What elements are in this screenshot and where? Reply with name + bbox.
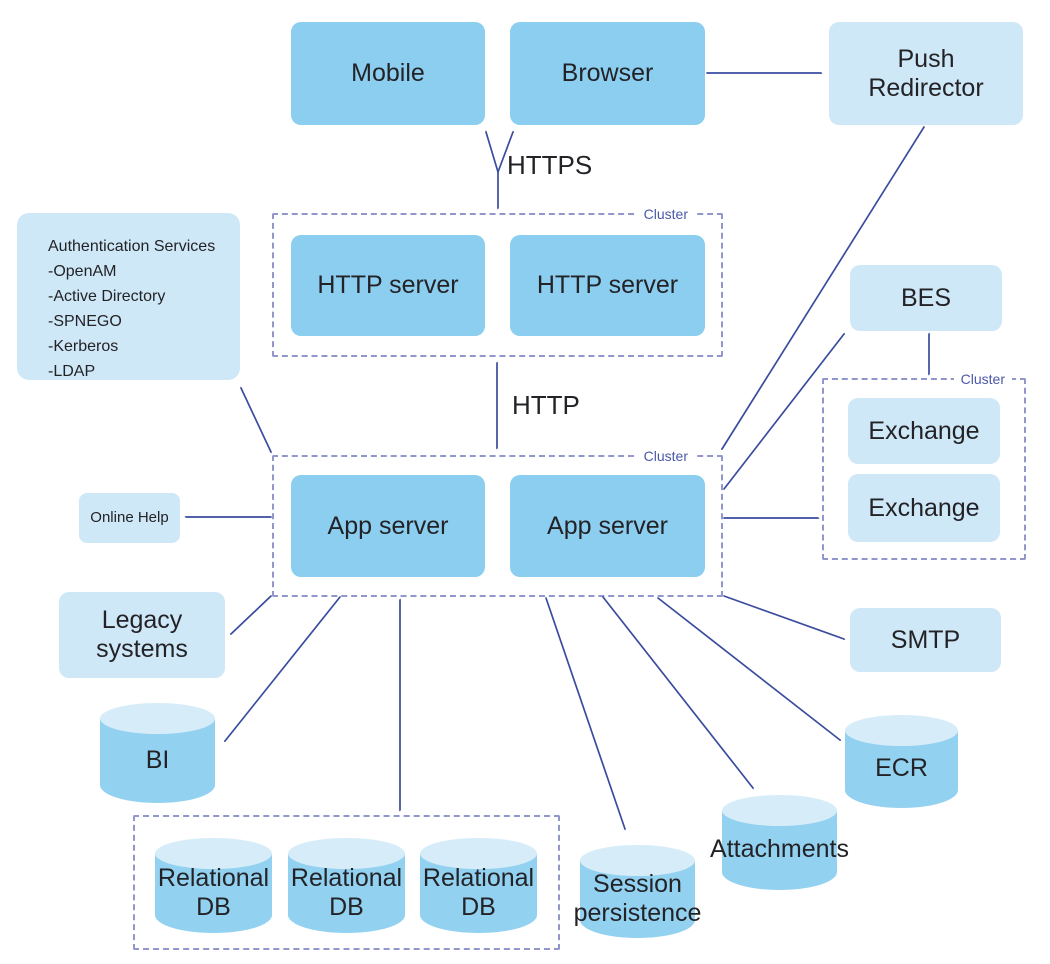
exchange-cluster: Cluster — [822, 370, 1026, 560]
cylinder-bi: BI — [100, 703, 215, 803]
node-online-help: Online Help — [79, 493, 180, 543]
cylinder-top — [580, 845, 695, 876]
cylinder-relational-db-2-label: Relational DB — [290, 863, 403, 921]
edge-app-cluster-to-attachments — [602, 596, 753, 788]
cylinder-attachments-label: Attachments — [710, 835, 849, 864]
cylinder-top — [420, 838, 537, 869]
cylinder-attachments: Attachments — [710, 795, 849, 890]
node-smtp: SMTP — [850, 608, 1001, 672]
node-legacy-systems: Legacy systems — [59, 592, 225, 678]
node-exchange-2-label: Exchange — [868, 493, 980, 522]
cylinder-relational-db-1-label: Relational DB — [157, 863, 270, 921]
cylinder-top — [155, 838, 272, 869]
node-bes-label: BES — [900, 283, 952, 312]
auth-services-item: -Active Directory — [48, 288, 166, 305]
edge-app-cluster-to-legacy-systems — [231, 595, 272, 634]
node-http-server-1-label: HTTP server — [317, 271, 459, 300]
node-push-redirector: Push Redirector — [829, 22, 1023, 125]
cylinder-relational-db-3-label: Relational DB — [422, 863, 535, 921]
node-exchange-2: Exchange — [848, 474, 1000, 542]
node-app-server-1: App server — [291, 475, 485, 577]
node-browser-label: Browser — [561, 59, 654, 88]
cylinder-ecr: ECR — [845, 715, 958, 808]
edge-label-http: HTTP — [512, 390, 580, 420]
node-http-server-1: HTTP server — [291, 235, 485, 336]
node-exchange-1: Exchange — [848, 398, 1000, 464]
edge-app-cluster-to-ecr — [657, 597, 840, 740]
cylinder-top — [722, 795, 837, 826]
edge-app-cluster-to-auth-services — [241, 388, 271, 452]
exchange-cluster-label: Cluster — [953, 370, 1012, 388]
cylinder-session-persistence: Session persistence — [574, 845, 701, 938]
relational-db-cluster — [133, 815, 560, 950]
node-push-redirector-label: Push Redirector — [868, 44, 984, 102]
node-smtp-label: SMTP — [890, 625, 961, 654]
cylinder-relational-db-2: Relational DB — [288, 838, 405, 933]
node-exchange-1-label: Exchange — [868, 416, 980, 445]
auth-services-item: -OpenAM — [48, 263, 117, 280]
cylinder-session-persistence-label: Session persistence — [573, 869, 702, 927]
auth-services-box: Authentication Services -OpenAM -Active … — [17, 213, 240, 380]
cylinder-top — [100, 703, 215, 734]
http-cluster-label: Cluster — [636, 205, 695, 223]
node-legacy-systems-label: Legacy systems — [96, 606, 188, 663]
edge-app-cluster-to-session-persistence — [545, 597, 625, 829]
cylinder-top — [288, 838, 405, 869]
node-browser: Browser — [510, 22, 705, 125]
node-online-help-label: Online Help — [90, 509, 169, 527]
node-app-server-2-label: App server — [547, 511, 668, 540]
edge-label-https: HTTPS — [507, 150, 593, 180]
cylinder-ecr-label: ECR — [875, 754, 928, 783]
node-bes: BES — [850, 265, 1002, 331]
auth-services-title: Authentication Services — [48, 238, 216, 255]
node-mobile-label: Mobile — [351, 59, 425, 88]
auth-services-item: -LDAP — [48, 363, 96, 380]
edge-https-to-mobile — [486, 132, 499, 173]
cylinder-relational-db-3: Relational DB — [420, 838, 537, 933]
cylinder-relational-db-1: Relational DB — [155, 838, 272, 933]
auth-services-item: -Kerberos — [48, 338, 119, 355]
node-app-server-2: App server — [510, 475, 705, 577]
node-http-server-2-label: HTTP server — [536, 271, 679, 300]
app-cluster: Cluster — [272, 447, 723, 597]
cylinder-bi-label: BI — [145, 745, 170, 774]
auth-services-item: -SPNEGO — [48, 313, 122, 330]
node-mobile: Mobile — [291, 22, 485, 125]
node-app-server-1-label: App server — [327, 511, 449, 540]
cylinder-top — [845, 715, 958, 746]
edge-app-cluster-to-bi — [225, 596, 341, 741]
node-http-server-2: HTTP server — [510, 235, 705, 336]
edge-app-cluster-to-smtp — [723, 595, 844, 639]
app-cluster-label: Cluster — [636, 447, 695, 465]
